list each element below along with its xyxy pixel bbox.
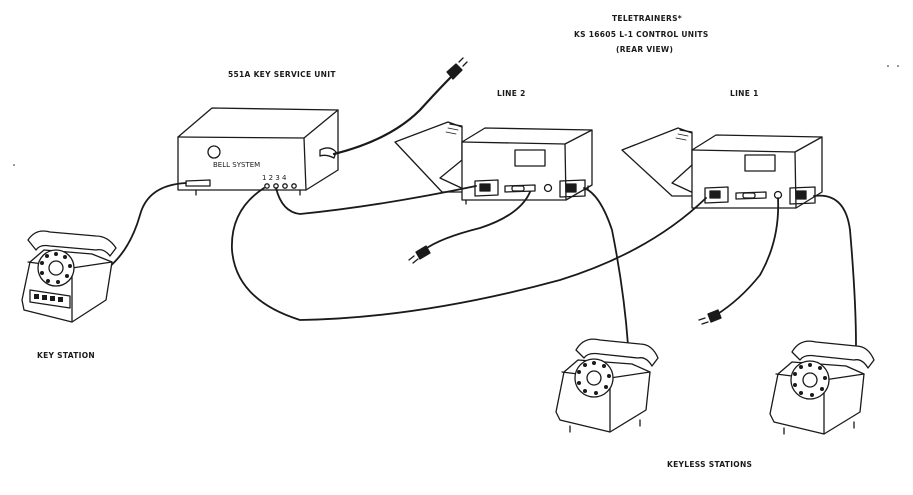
power-plug-icon <box>446 63 463 80</box>
line-2-label: LINE 2 <box>497 89 526 98</box>
key-service-unit-label: 551A KEY SERVICE UNIT <box>228 70 336 79</box>
ksu-jack <box>291 183 297 189</box>
title-line-2: KS 16605 L-1 CONTROL UNITS <box>574 30 709 39</box>
handset <box>791 340 875 369</box>
unit-window <box>514 149 546 167</box>
handset <box>27 230 117 257</box>
ksu-power-cord <box>332 57 468 156</box>
connector-center <box>735 191 767 200</box>
connector-right <box>559 179 586 198</box>
ksu-power-cord-grommet <box>319 147 337 159</box>
keyless-stations-label: KEYLESS STATIONS <box>667 460 753 469</box>
keyless-station-telephone-1 <box>555 338 659 433</box>
power-plug-icon <box>698 309 722 325</box>
title-line-1: TELETRAINERS* <box>612 14 683 23</box>
connector-left <box>474 179 499 197</box>
scan-specks <box>13 65 899 166</box>
ksu-jack-numbers: 1 2 3 4 <box>262 174 287 182</box>
ksu-brand-text: BELL SYSTEM <box>213 161 260 169</box>
wiring-cords <box>107 182 857 346</box>
handset <box>575 338 659 367</box>
key-station-label: KEY STATION <box>37 351 95 360</box>
ksu-lamp <box>207 145 221 159</box>
title-line-3: (REAR VIEW) <box>616 45 674 54</box>
control-unit-line-1 <box>621 127 823 209</box>
key-service-unit: BELL SYSTEM 1 2 3 4 <box>177 107 339 196</box>
line-1-label: LINE 1 <box>730 89 759 98</box>
control-unit-line-2 <box>394 121 593 205</box>
rotary-dial-icon <box>574 358 614 398</box>
ksu-cord-clamp <box>185 179 211 187</box>
connector-right <box>789 186 816 205</box>
keyless-station-telephone-2 <box>769 340 875 435</box>
connector-center <box>504 184 536 193</box>
power-plug-icon <box>408 245 431 264</box>
ksu-jack <box>282 183 288 189</box>
rotary-dial-icon <box>790 360 830 400</box>
unit-window <box>744 154 776 172</box>
ksu-jack <box>264 183 270 189</box>
key-station-telephone <box>21 230 117 323</box>
